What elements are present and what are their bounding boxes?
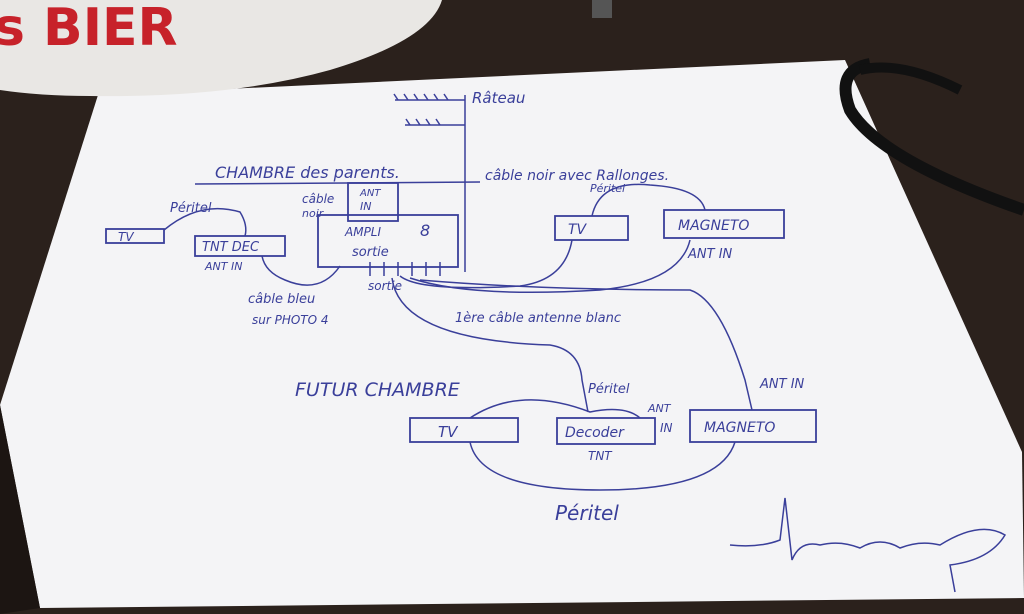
black-cable	[839, 58, 1024, 216]
label-tv-top-right: TV	[568, 222, 588, 238]
label-peritel-top-left: Péritel	[170, 201, 212, 216]
label-in-mid: IN	[660, 421, 673, 435]
label-chambre-parents: CHAMBRE des parents.	[215, 163, 400, 182]
paper-shadow	[0, 405, 40, 614]
label-peritel-bottom: Péritel	[555, 501, 619, 525]
beer-tray: s BIER	[0, 0, 442, 97]
box-tnt-dec	[194, 235, 286, 257]
label-ant-ampli: ANT	[359, 188, 381, 199]
label-cable-bleu-2: sur PHOTO 4	[252, 313, 329, 327]
paper-sheet	[0, 60, 1024, 608]
box-ampli	[317, 214, 459, 268]
label-magneto-top: MAGNETO	[678, 218, 749, 234]
black-cable-end	[858, 62, 963, 95]
label-tnt-bottom: TNT	[588, 449, 613, 463]
label-decoder: Decoder	[565, 425, 625, 441]
label-sortie-box: sortie	[352, 245, 389, 260]
box-decoder	[556, 417, 656, 445]
label-peritel-mid: Péritel	[588, 382, 630, 397]
hand-drawn-diagram: Râteau CHAMBRE des parents. câble noir a…	[105, 89, 1007, 593]
box-magneto-top	[663, 209, 785, 239]
label-cable-bleu-1: câble bleu	[248, 292, 315, 307]
label-magneto-bottom: MAGNETO	[704, 420, 775, 436]
label-cable-antenne-blanc: 1ère câble antenne blanc	[455, 311, 621, 326]
box-tv-bottom	[409, 417, 519, 443]
metal-clip	[592, 0, 612, 18]
label-ant-in-magneto-top: ANT IN	[687, 247, 733, 262]
label-futur-chambre: FUTUR CHAMBRE	[295, 379, 460, 401]
label-in-ampli: IN	[360, 200, 371, 213]
label-cable-noir-rallonges: câble noir avec Rallonges.	[485, 168, 669, 184]
label-ampli: AMPLI	[344, 225, 381, 239]
box-tv-left	[105, 228, 165, 244]
box-tv-top-right	[554, 215, 629, 241]
label-ant-in-left: ANT IN	[204, 260, 242, 273]
label-tv-left: TV	[118, 230, 134, 244]
label-cable-short-1: câble	[302, 192, 334, 206]
box-ant-in-ampli	[347, 182, 399, 222]
label-sortie-below: sortie	[368, 279, 402, 293]
tray-lettering: s BIER	[0, 0, 178, 58]
label-ant-in-mid-right: ANT IN	[759, 377, 805, 392]
label-ant-mid: ANT	[647, 402, 672, 415]
label-tnt-dec: TNT DEC	[202, 240, 260, 255]
label-cable-short-2: noir	[302, 207, 325, 220]
label-peritel-top-right: Péritel	[590, 182, 625, 195]
label-rateau: Râteau	[472, 89, 525, 107]
label-tv-bottom: TV	[438, 423, 459, 441]
signature	[729, 497, 1007, 593]
box-magneto-bottom	[689, 409, 817, 443]
label-ampli-num: 8	[420, 221, 430, 240]
